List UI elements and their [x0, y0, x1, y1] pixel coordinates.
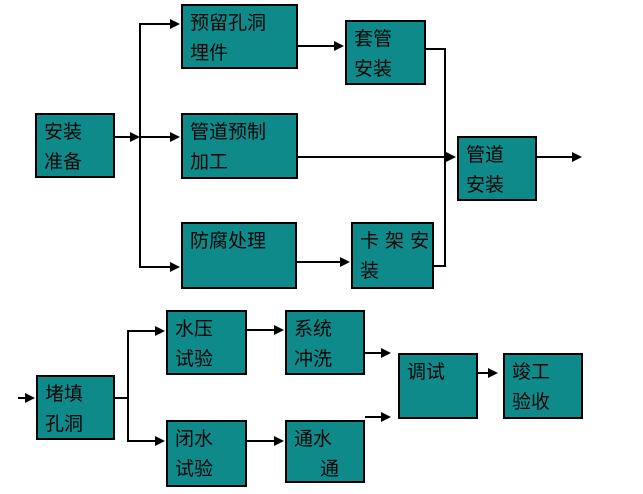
connector-anticorrosion-to-clamp	[297, 261, 342, 263]
arrowhead-icon	[274, 436, 284, 446]
connector-casing-out	[426, 48, 446, 50]
node-plug-holes: 堵填 孔洞	[36, 375, 115, 440]
node-label: 通水	[294, 428, 333, 450]
node-label: 试验	[175, 348, 214, 370]
node-label: 防腐处理	[190, 230, 267, 252]
node-label: 安装	[44, 121, 83, 143]
node-label: 调试	[407, 361, 446, 383]
connector-pipe-prefab-to-pipe-install	[298, 156, 448, 158]
connector-to-pipe-prefab	[141, 136, 172, 138]
node-pipe-install: 管道 安装	[457, 136, 537, 201]
node-label: 系统	[294, 318, 333, 340]
node-label: 预留孔洞	[190, 12, 267, 34]
connector-pipe-install-exit	[537, 156, 574, 158]
arrowhead-icon	[170, 262, 180, 272]
node-commissioning: 调试	[398, 353, 478, 419]
connector-to-hydrostatic-test	[129, 330, 157, 332]
node-label: 加工	[190, 151, 229, 173]
connector-branch-vertical-top	[139, 23, 141, 268]
connector-commissioning-to-acceptance	[478, 372, 490, 374]
node-install-prep: 安装 准备	[35, 113, 115, 178]
node-label: 装	[360, 260, 380, 282]
node-pipe-prefab: 管道预制 加工	[181, 113, 298, 179]
node-casing-install: 套管 安装	[345, 20, 426, 85]
node-hydrostatic-test: 水压 试验	[166, 310, 247, 375]
connector-install-prep-out	[115, 136, 132, 138]
node-label: 管道预制	[190, 121, 267, 143]
connector-to-anticorrosion	[141, 266, 172, 268]
arrowhead-icon	[334, 41, 344, 51]
arrowhead-icon	[130, 132, 140, 142]
connector-flush-to-commissioning	[365, 352, 383, 354]
connector-entry	[18, 397, 27, 399]
connector-to-reserved-holes	[141, 23, 172, 25]
node-water-through: 通水 通	[285, 420, 365, 483]
node-completion-acceptance: 竣工 验收	[503, 353, 583, 419]
node-label: 孔洞	[45, 413, 84, 435]
arrowhead-icon	[170, 132, 180, 142]
node-label: 准备	[44, 151, 83, 173]
node-anticorrosion: 防腐处理	[181, 222, 297, 289]
arrowhead-icon	[25, 393, 35, 403]
node-closed-water-test: 闭水 试验	[166, 420, 247, 487]
node-reserved-holes-embeds: 预留孔洞 埋件	[181, 4, 298, 69]
connector-plug-holes-out	[115, 397, 129, 399]
arrowhead-icon	[446, 152, 456, 162]
node-system-flush: 系统 冲洗	[285, 310, 365, 375]
node-label: 验收	[512, 391, 551, 413]
arrowhead-icon	[381, 348, 391, 358]
connector-closed-water-to-through	[247, 440, 276, 442]
node-clamp-bracket-install: 卡 架 安 装	[351, 222, 434, 289]
connector-hydrostatic-to-flush	[247, 329, 276, 331]
arrowhead-icon	[572, 152, 582, 162]
connector-merge-vertical	[444, 48, 446, 267]
arrowhead-icon	[155, 326, 165, 336]
node-label: 卡 架 安	[360, 230, 430, 252]
node-label: 冲洗	[294, 348, 333, 370]
node-label: 安装	[354, 58, 393, 80]
connector-through-to-commissioning	[365, 416, 383, 418]
connector-reserved-holes-to-casing	[298, 45, 336, 47]
node-label: 管道	[466, 144, 505, 166]
arrowhead-icon	[155, 436, 165, 446]
connector-to-closed-water-test	[129, 440, 157, 442]
node-label: 闭水	[175, 428, 214, 450]
arrowhead-icon	[274, 325, 284, 335]
arrowhead-icon	[170, 19, 180, 29]
arrowhead-icon	[488, 368, 498, 378]
arrowhead-icon	[381, 412, 391, 422]
connector-clamp-out	[434, 265, 446, 267]
node-label: 套管	[354, 28, 393, 50]
node-label: 通	[320, 458, 340, 480]
connector-branch-vertical-bottom	[127, 330, 129, 442]
node-label: 水压	[175, 318, 214, 340]
node-label: 埋件	[190, 42, 229, 64]
arrowhead-icon	[340, 257, 350, 267]
node-label: 试验	[175, 458, 214, 480]
node-label: 堵填	[45, 383, 84, 405]
node-label: 竣工	[512, 361, 551, 383]
node-label: 安装	[466, 174, 505, 196]
